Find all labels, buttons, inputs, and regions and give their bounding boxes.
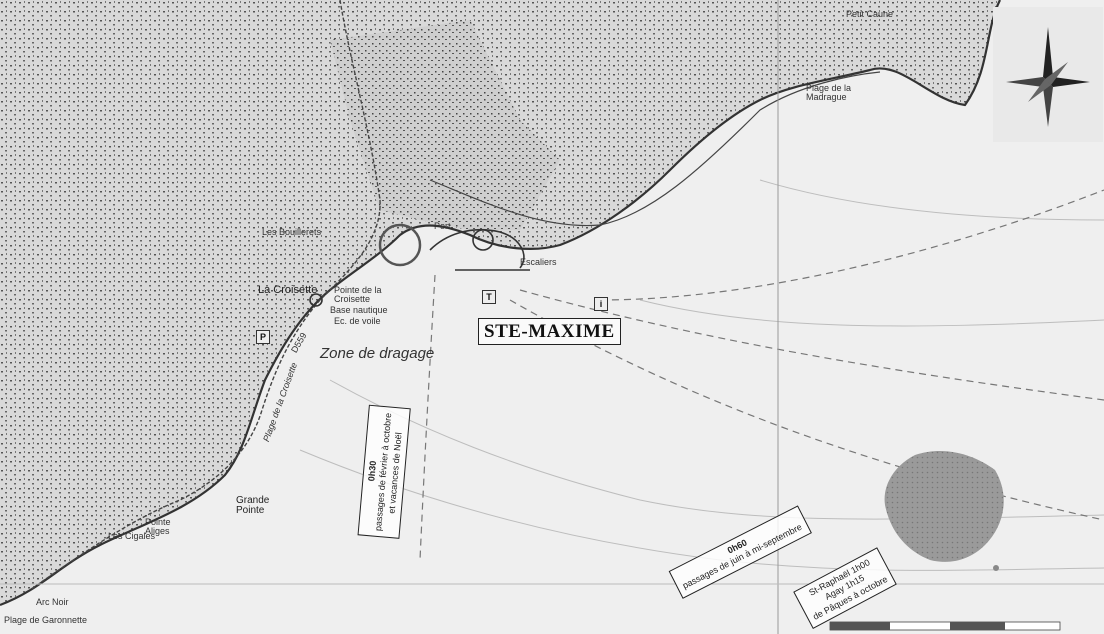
place-les-bouillerets: Les Bouillerets [262, 227, 322, 237]
place-petit-caune: Petit Caune [846, 9, 894, 19]
road-east [429, 71, 881, 227]
place-les-cigales: Les Cigales [108, 531, 156, 541]
place-la-croisette: La Croisette [258, 284, 318, 296]
zone-dragage-label: Zone de dragage [320, 345, 435, 362]
coastline [0, 0, 1001, 607]
harbour [309, 223, 530, 307]
info-icon: i [594, 297, 608, 311]
town-area [330, 20, 560, 230]
place-base-nautique: Base nautique [330, 305, 388, 315]
place-port: Port [434, 221, 451, 231]
place-pointe-aliges: Pointe Aliges [145, 517, 171, 536]
place-pointe-croisette: Pointe de la Croisette [334, 285, 382, 304]
corsica-dot [993, 565, 999, 571]
parking-icon: P [256, 330, 270, 344]
france-inset [884, 450, 1004, 562]
land [0, 0, 1000, 605]
place-ec-de-voile: Ec. de voile [334, 316, 381, 326]
tower-icon: T [482, 290, 496, 304]
place-plage-garonnette: Plage de Garonnette [4, 615, 88, 625]
place-grande-pointe: Grande Pointe [236, 495, 270, 516]
town-title: STE-MAXIME [478, 318, 621, 345]
place-arc-noir: Arc Noir [36, 597, 69, 607]
place-escaliers: Escaliers [520, 257, 557, 267]
place-plage-madrague: Plage de la Madrague [806, 83, 852, 102]
compass-rose-icon [993, 7, 1103, 142]
scale-bar [829, 621, 1061, 631]
